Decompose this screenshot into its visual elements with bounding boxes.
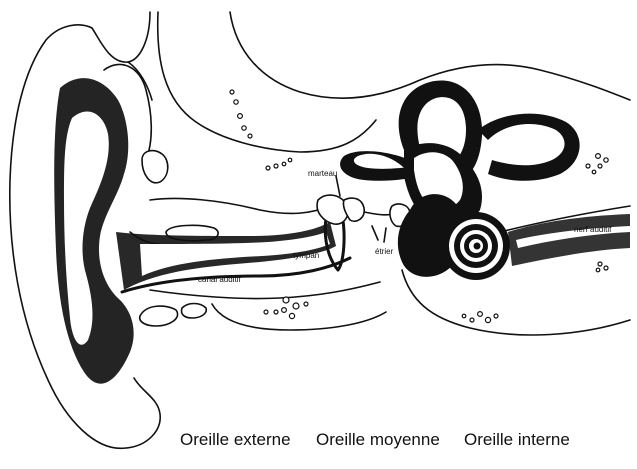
label-tympan: tympan [293, 251, 319, 260]
caption-outer-ear: Oreille externe [180, 430, 291, 449]
label-etrier: étrier [375, 247, 394, 256]
auditory-nerve [508, 214, 630, 266]
pinna [10, 12, 160, 448]
cochlea [398, 194, 510, 280]
caption-middle-ear: Oreille moyenne [316, 430, 440, 449]
middle-ear [317, 176, 410, 270]
semicircular-canals [340, 81, 580, 226]
label-marteau: marteau [308, 169, 337, 178]
caption-inner-ear: Oreille interne [464, 430, 570, 449]
label-cochlee: cochlée [420, 263, 448, 272]
label-nerf-auditif: nerf auditif [574, 225, 612, 234]
label-canal-auditif: canal auditif [198, 275, 241, 284]
